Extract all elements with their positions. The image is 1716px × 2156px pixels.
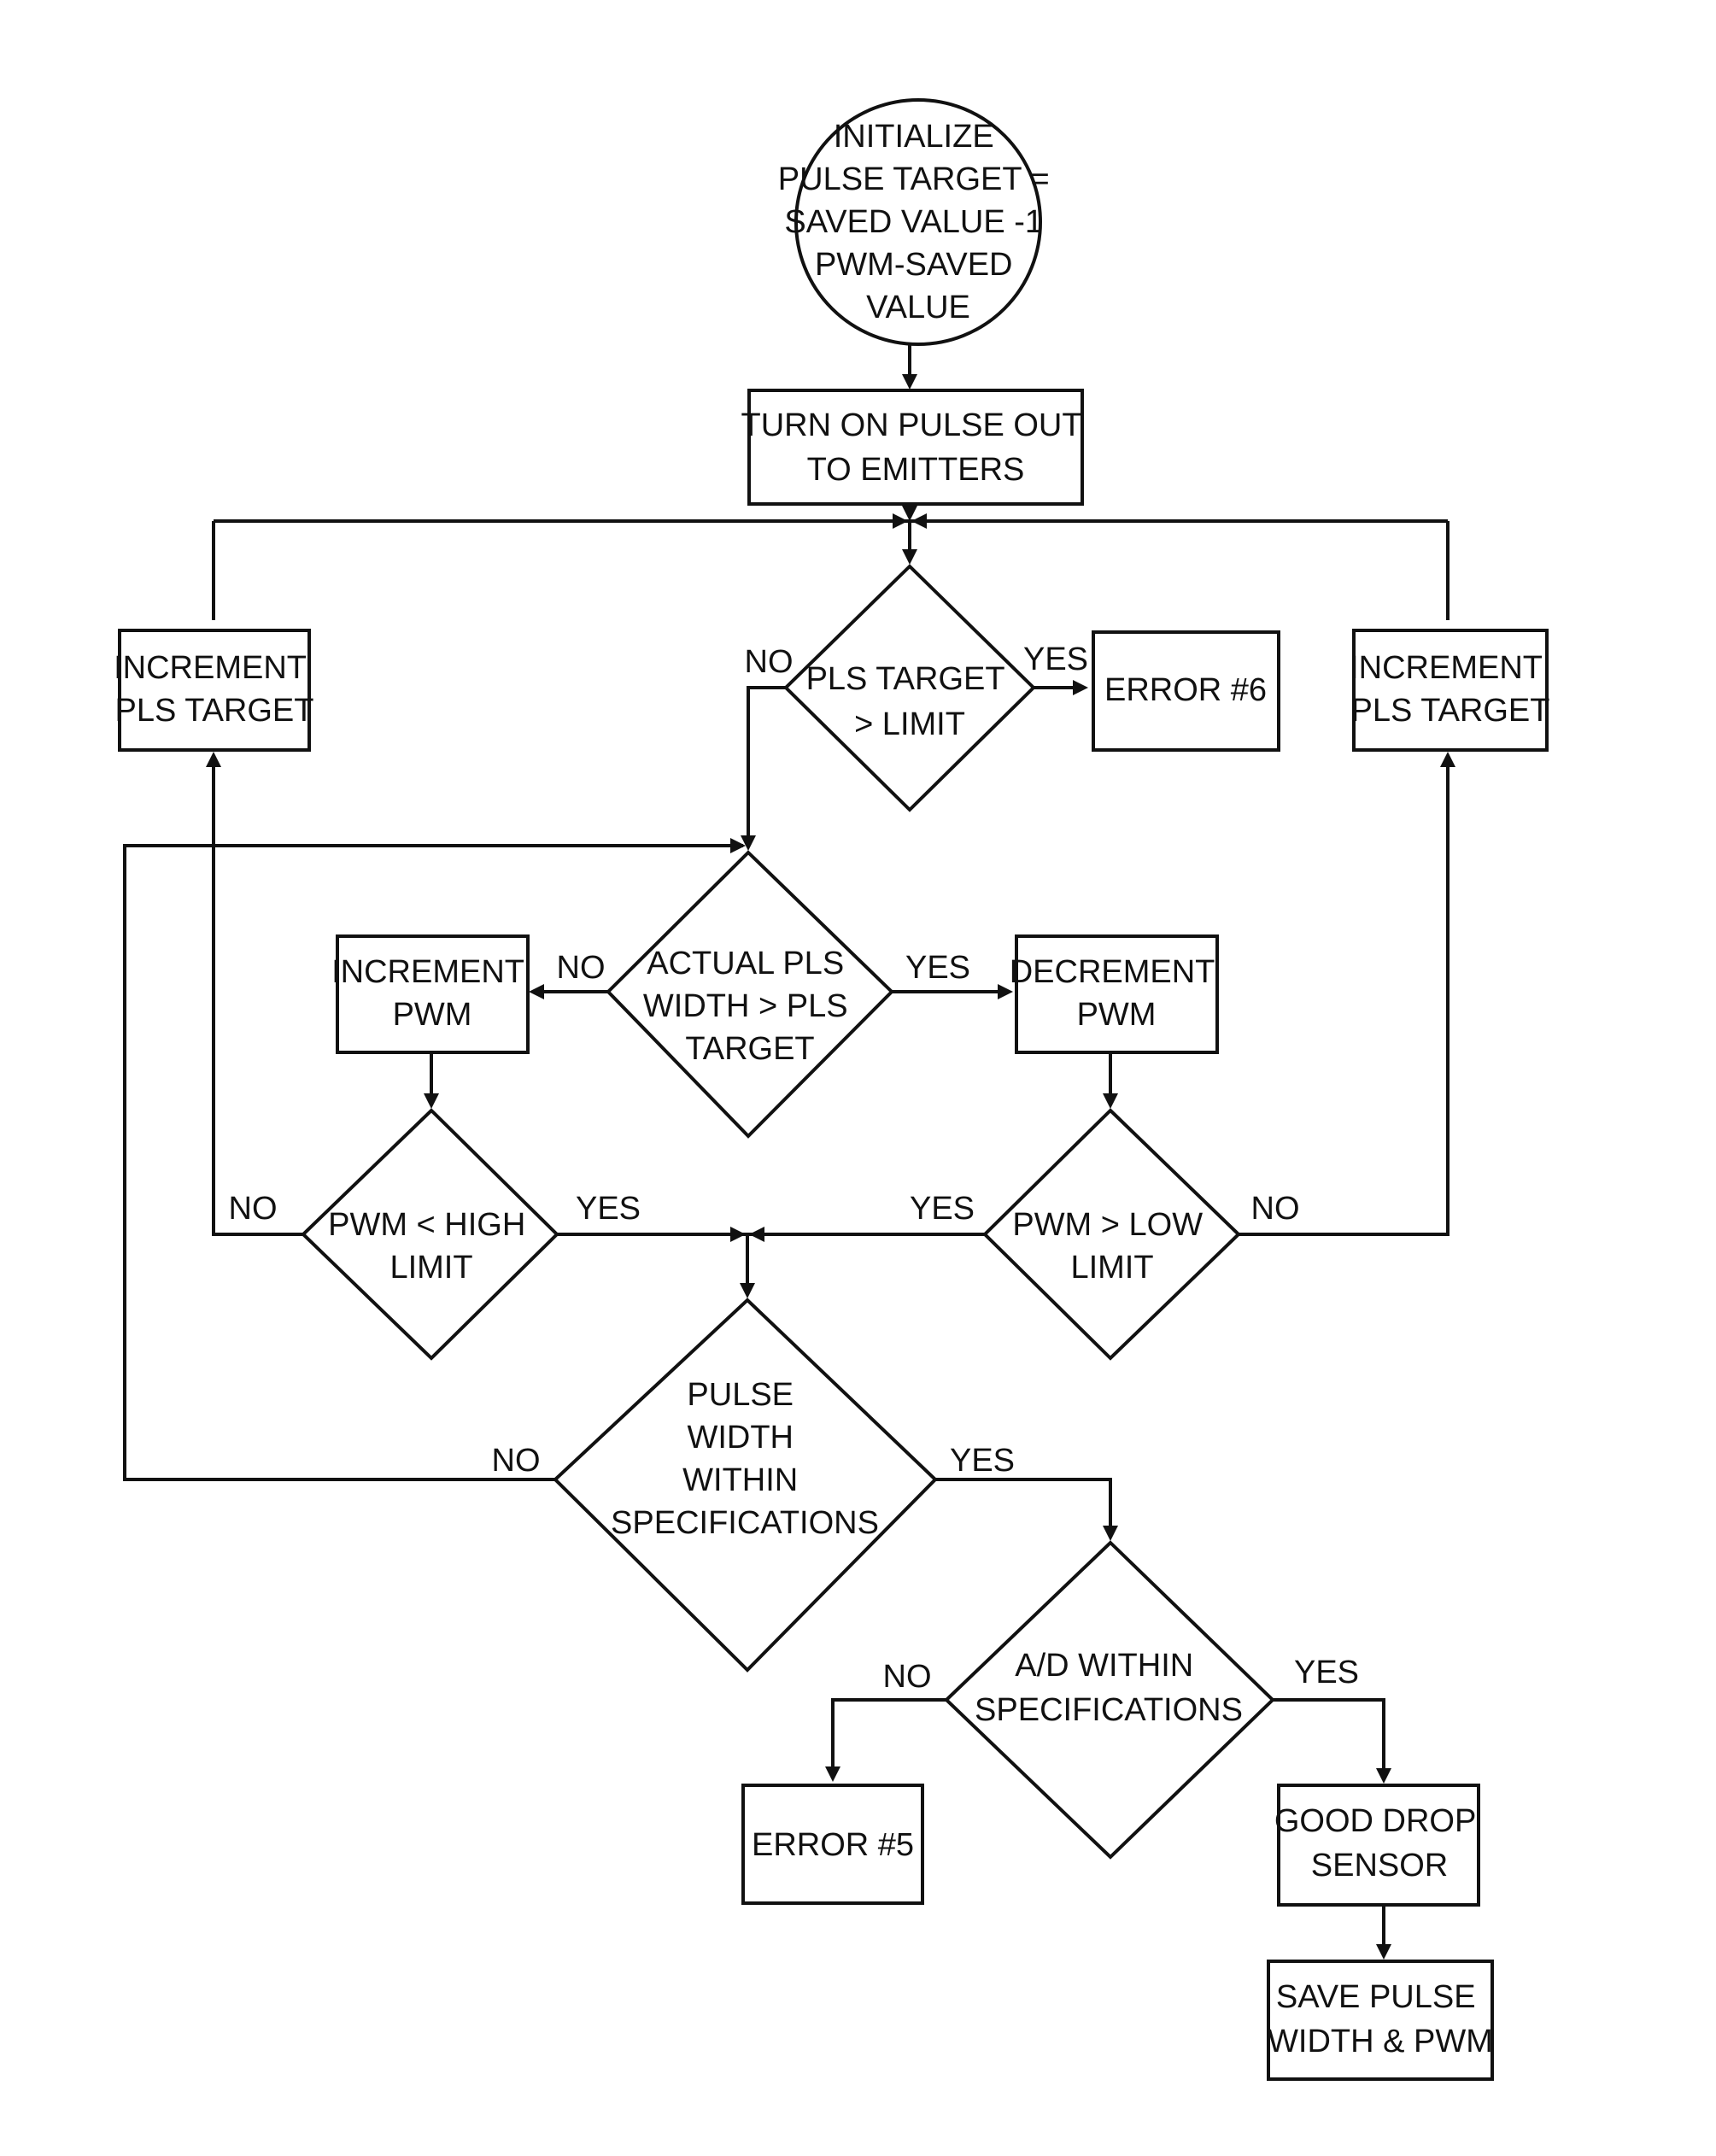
connector-pls-limit-no	[748, 688, 786, 846]
arrowhead	[730, 1227, 746, 1242]
ad-no-label: NO	[883, 1659, 932, 1695]
arrowhead	[911, 513, 927, 529]
arrowhead	[1073, 680, 1088, 695]
ad-yes-label: YES	[1294, 1655, 1359, 1690]
arrowhead	[902, 549, 917, 565]
arrowhead	[1376, 1768, 1391, 1784]
arrowhead	[893, 513, 908, 529]
arrowhead	[825, 1766, 840, 1782]
low-no-label: NO	[1251, 1191, 1300, 1227]
connector-ad-yes	[1273, 1700, 1384, 1778]
spec-yes-label: YES	[950, 1443, 1015, 1479]
arrowhead	[749, 1227, 764, 1242]
high-no-label: NO	[229, 1191, 278, 1227]
actual-no-label: NO	[557, 950, 606, 986]
arrowhead	[1103, 1526, 1118, 1541]
arrowhead	[1440, 752, 1455, 767]
error-5-text: ERROR #5	[752, 1827, 914, 1863]
arrowhead	[206, 752, 221, 767]
pls-limit-yes-label: YES	[1023, 642, 1088, 677]
increment-pls-target-right-box	[1354, 630, 1547, 750]
shapes	[120, 100, 1547, 2079]
pls-limit-no-label: NO	[745, 644, 794, 680]
low-yes-label: YES	[910, 1191, 975, 1227]
connector-low-no	[1239, 757, 1448, 1234]
arrowhead	[740, 1283, 755, 1298]
actual-yes-label: YES	[905, 950, 970, 986]
arrowhead	[902, 374, 917, 390]
arrowhead	[902, 506, 917, 521]
arrowhead	[741, 835, 756, 851]
connector-spec-yes	[935, 1479, 1110, 1536]
arrowhead	[1103, 1093, 1118, 1109]
error-6-text: ERROR #6	[1104, 672, 1267, 708]
increment-pls-target-left-box	[120, 630, 309, 750]
spec-no-label: NO	[492, 1443, 541, 1479]
high-yes-label: YES	[576, 1191, 641, 1227]
arrowhead	[1376, 1944, 1391, 1960]
arrowhead	[424, 1093, 439, 1109]
connector-ad-no	[833, 1700, 946, 1777]
connector-high-no	[214, 757, 303, 1234]
